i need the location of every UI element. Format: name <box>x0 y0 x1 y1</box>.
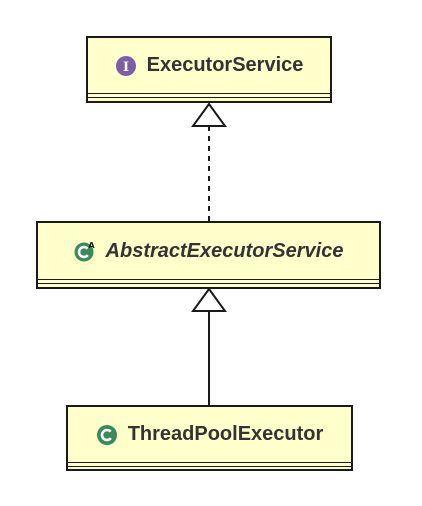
methods-divider <box>68 466 351 467</box>
attributes-divider <box>88 93 330 94</box>
class-name: AbstractExecutorService <box>105 239 344 262</box>
class-header: ThreadPoolExecutor <box>68 407 351 462</box>
attributes-divider <box>38 279 379 280</box>
realization-arrowhead <box>191 102 227 127</box>
class-icon <box>96 424 117 445</box>
class-name: ThreadPoolExecutor <box>127 423 324 445</box>
class-header: I ExecutorService <box>88 38 330 93</box>
class-node-abstract-executor-service[interactable]: A AbstractExecutorService <box>36 221 381 289</box>
abstract-class-icon: A <box>74 241 95 262</box>
svg-text:I: I <box>123 60 129 75</box>
class-name: ExecutorService <box>146 54 304 76</box>
interface-icon: I <box>115 55 136 76</box>
generalization-arrowhead <box>191 287 227 312</box>
methods-divider <box>38 283 379 284</box>
class-node-thread-pool-executor[interactable]: ThreadPoolExecutor <box>66 405 353 471</box>
class-header: A AbstractExecutorService <box>38 223 379 279</box>
class-node-executor-service[interactable]: I ExecutorService <box>86 36 332 103</box>
svg-text:A: A <box>88 241 95 250</box>
attributes-divider <box>68 462 351 463</box>
methods-divider <box>88 97 330 98</box>
